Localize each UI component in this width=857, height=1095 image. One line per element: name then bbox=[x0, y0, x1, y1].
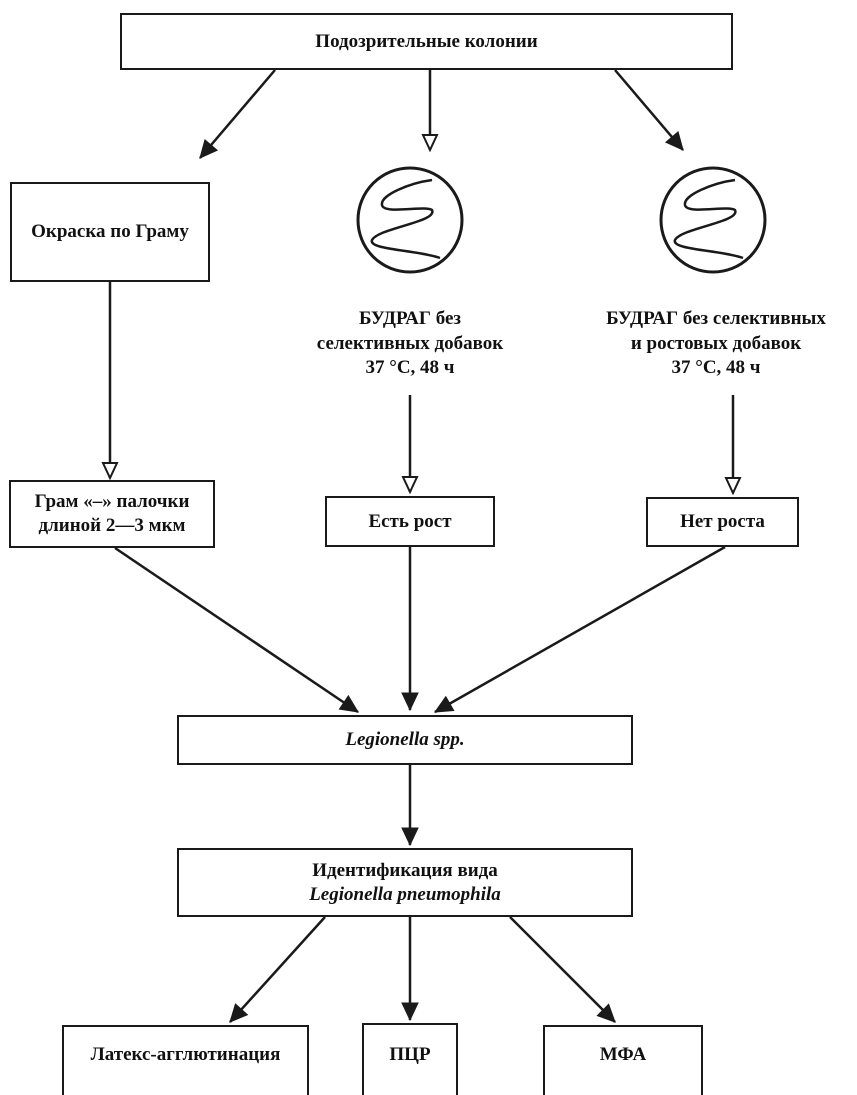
node-method-pcr: ПЦР bbox=[362, 1023, 458, 1095]
medium-1-label: БУДРАГ без селективных добавок 37 °С, 48… bbox=[270, 307, 550, 381]
method-pcr-label: ПЦР bbox=[389, 1044, 431, 1065]
node-method-mfa: МФА bbox=[543, 1025, 703, 1095]
culture-plate-icon-1 bbox=[356, 166, 464, 274]
node-gram-stain: Окраска по Граму bbox=[10, 182, 210, 282]
node-growth-yes: Есть рост bbox=[325, 496, 495, 547]
arrow-no-growth-to-genus bbox=[433, 545, 726, 714]
gram-result-line-1: Грам «–» палочки bbox=[34, 491, 190, 513]
medium-2-line-1: БУДРАГ без селективных bbox=[606, 308, 826, 329]
arrow-species-to-latex bbox=[229, 916, 326, 1023]
node-gram-stain-label: Окраска по Граму bbox=[31, 221, 189, 243]
node-suspicious-colonies: Подозрительные колонии bbox=[120, 13, 733, 70]
culture-plate-icon-2 bbox=[659, 166, 767, 274]
gram-result-line-2: длиной 2—3 мкм bbox=[38, 515, 186, 536]
genus-label: Legionella spp. bbox=[345, 729, 465, 751]
medium-2-line-2: и ростовых добавок bbox=[630, 332, 802, 354]
method-latex-label: Латекс-агглютинация bbox=[90, 1044, 281, 1065]
arrow-top-to-medium-2 bbox=[614, 69, 684, 151]
growth-yes-label: Есть рост bbox=[368, 510, 452, 532]
medium-1-line-3: 37 °С, 48 ч bbox=[365, 357, 455, 379]
arrow-top-to-gram bbox=[199, 69, 276, 159]
species-title: Идентификация вида bbox=[312, 859, 498, 881]
medium-1-line-2: селективных добавок bbox=[316, 332, 504, 354]
arrow-species-to-mfa bbox=[509, 916, 616, 1023]
method-mfa-label: МФА bbox=[599, 1044, 647, 1065]
species-name: Legionella pneumophila bbox=[309, 883, 501, 905]
node-genus: Legionella spp. bbox=[177, 715, 633, 765]
node-method-latex: Латекс-агглютинация bbox=[62, 1025, 309, 1095]
node-suspicious-colonies-label: Подозрительные колонии bbox=[315, 30, 538, 52]
medium-1-line-1: БУДРАГ без bbox=[358, 308, 462, 329]
node-gram-result: Грам «–» палочки длиной 2—3 мкм bbox=[9, 480, 215, 548]
node-growth-no: Нет роста bbox=[646, 497, 799, 547]
medium-2-label: БУДРАГ без селективных и ростовых добаво… bbox=[575, 307, 857, 381]
medium-2-line-3: 37 °С, 48 ч bbox=[671, 357, 761, 379]
node-species-identification: Идентификация вида Legionella pneumophil… bbox=[177, 848, 633, 917]
arrow-result-to-genus bbox=[114, 546, 359, 714]
growth-no-label: Нет роста bbox=[680, 511, 765, 533]
